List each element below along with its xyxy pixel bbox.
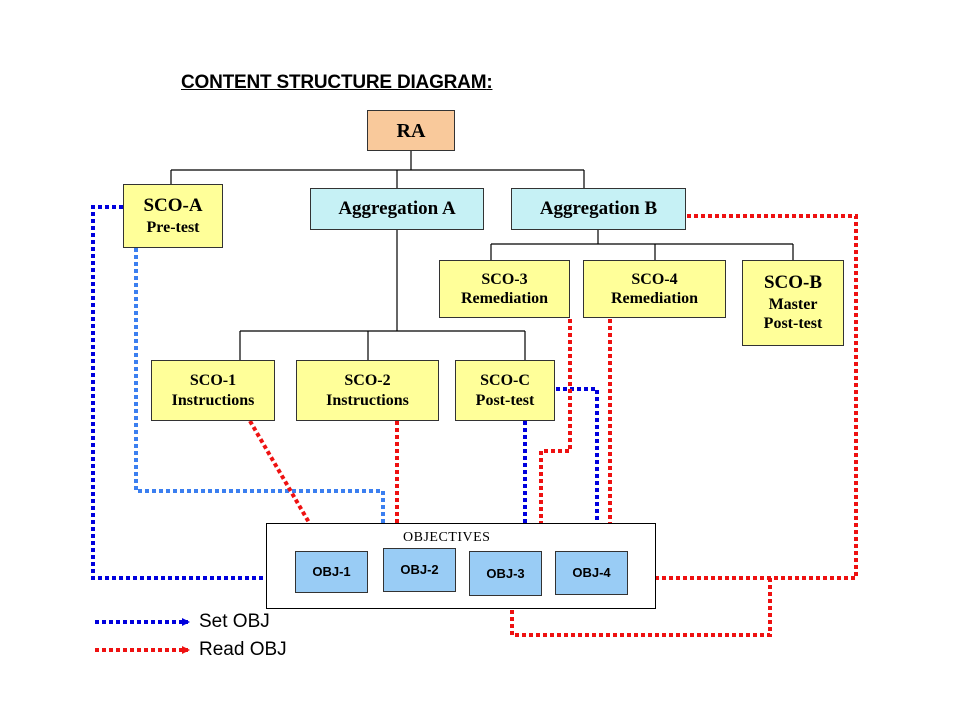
node-sco-a-subtitle: Pre-test [146,218,200,236]
read-line-sco-1-obj-1 [248,419,320,540]
page-title-text: CONTENT STRUCTURE DIAGRAM [181,72,487,93]
node-sco-3-title: SCO-3 [481,270,528,288]
node-sco-c-subtitle: Post-test [475,391,535,409]
objective-obj-1: OBJ-1 [295,551,368,593]
legend-read-label: Read OBJ [199,639,287,660]
objective-obj-2-label: OBJ-2 [400,562,439,578]
page-title: CONTENT STRUCTURE DIAGRAM: [181,72,493,94]
objective-obj-4-label: OBJ-4 [572,565,611,581]
node-sco-1-title: SCO-1 [189,372,237,390]
node-sco-b: SCO-B Master Post-test [742,260,844,346]
node-sco-a-title: SCO-A [143,195,203,216]
objective-obj-4: OBJ-4 [555,551,628,595]
read-line-aggregation-b-obj-3 [508,578,772,637]
objectives-label: OBJECTIVES [403,530,491,545]
node-sco-c-title: SCO-C [480,372,530,390]
node-sco-3-subtitle: Remediation [460,290,549,307]
node-sco-1-subtitle: Instructions [171,391,255,409]
legend-lines [95,618,190,654]
objective-obj-3: OBJ-3 [469,551,542,596]
set-line-sco-a-obj-1 [91,205,287,582]
node-aggregation-a: Aggregation A [310,188,484,230]
node-sco-1: SCO-1 Instructions [151,360,275,421]
objective-obj-1-label: OBJ-1 [312,564,351,580]
node-sco-2-subtitle: Instructions [326,391,409,409]
node-sco-2-title: SCO-2 [344,372,391,390]
relationship-lines [91,205,858,637]
node-ra: RA [367,110,455,151]
node-sco-4-title: SCO-4 [631,270,678,288]
node-sco-b-subtitle-2: Post-test [763,315,823,333]
node-ra-label: RA [396,119,426,142]
page-title-suffix: : [486,72,493,93]
read-line-sco-a-obj-2 [134,248,387,543]
node-sco-4-subtitle: Remediation [610,290,699,307]
objective-obj-2: OBJ-2 [383,548,456,592]
node-sco-3: SCO-3 Remediation [439,260,570,318]
tree-lines [170,151,794,360]
objective-obj-3-label: OBJ-3 [486,565,525,581]
read-line-sco-3-obj-3 [537,319,572,541]
set-line-sco-c-obj-4 [556,387,601,541]
node-sco-a: SCO-A Pre-test [123,184,223,248]
node-sco-c: SCO-C Post-test [455,360,555,421]
node-aggregation-a-label: Aggregation A [338,197,456,219]
read-line-aggregation-b-obj-4 [636,214,858,582]
node-sco-b-subtitle-1: Master [768,296,818,314]
node-sco-b-title: SCO-B [763,272,823,294]
node-sco-4: SCO-4 Remediation [583,260,726,318]
node-aggregation-b: Aggregation B [511,188,686,230]
legend-set-label: Set OBJ [199,611,270,632]
node-aggregation-b-label: Aggregation B [539,197,658,219]
node-sco-2: SCO-2 Instructions [296,360,439,421]
